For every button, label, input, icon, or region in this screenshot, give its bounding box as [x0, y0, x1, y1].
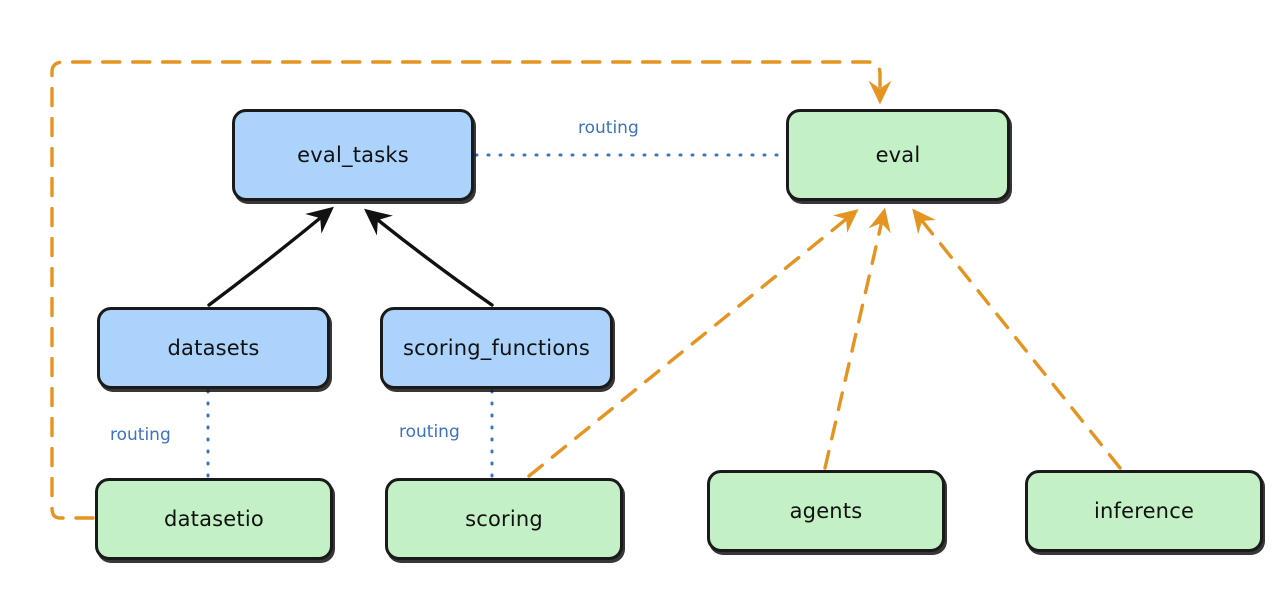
edge-label-routing-datasets-datasetio: routing	[110, 425, 171, 445]
node-eval-tasks[interactable]: eval_tasks	[232, 109, 474, 201]
node-label: scoring_functions	[402, 336, 591, 360]
node-scoring-functions[interactable]: scoring_functions	[380, 307, 613, 389]
node-datasets[interactable]: datasets	[97, 307, 330, 389]
node-label: eval	[875, 143, 921, 167]
node-label: scoring	[465, 507, 543, 531]
node-eval[interactable]: eval	[786, 109, 1010, 201]
node-label: inference	[1093, 499, 1195, 523]
node-inference[interactable]: inference	[1025, 470, 1263, 552]
node-label: agents	[789, 499, 863, 523]
node-label: datasets	[167, 336, 260, 360]
edge-inference-to-eval	[912, 208, 1122, 470]
edge-label-routing-scoring-functions-scoring: routing	[399, 422, 460, 442]
node-datasetio[interactable]: datasetio	[95, 478, 333, 560]
node-scoring[interactable]: scoring	[385, 478, 623, 560]
node-label: eval_tasks	[297, 143, 409, 167]
edge-scoring-functions-to-eval-tasks	[364, 208, 494, 307]
edge-scoring-to-eval	[527, 209, 859, 478]
node-label: datasetio	[164, 507, 264, 531]
edge-datasetio-to-eval	[50, 60, 892, 520]
edge-agents-to-eval	[823, 207, 891, 470]
edge-label-routing-eval-tasks-eval: routing	[578, 118, 639, 138]
edge-datasets-to-eval-tasks	[207, 206, 334, 307]
node-agents[interactable]: agents	[707, 470, 945, 552]
